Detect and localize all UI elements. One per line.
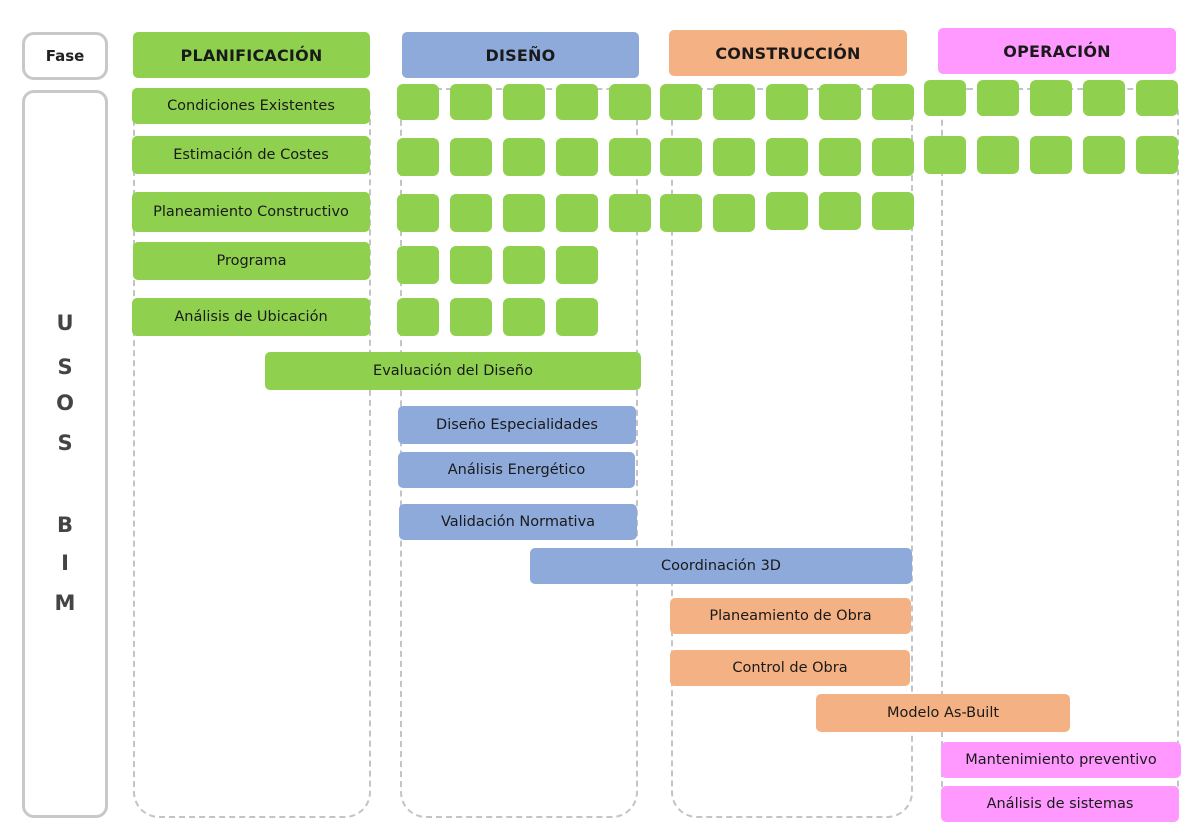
phase-header-diseno: DISEÑO <box>402 32 639 78</box>
use-analisis-sistemas: Análisis de sistemas <box>941 786 1179 822</box>
use-label: Modelo As-Built <box>886 705 1000 721</box>
phase-cell <box>766 138 808 176</box>
phase-cell <box>819 138 861 176</box>
phase-cell <box>397 84 439 120</box>
use-label: Validación Normativa <box>440 514 596 530</box>
phase-cell <box>397 298 439 336</box>
use-estimacion-costes: Estimación de Costes <box>132 136 370 174</box>
use-label: Análisis de sistemas <box>986 796 1134 812</box>
phase-cell <box>556 84 598 120</box>
phase-label: PLANIFICACIÓN <box>180 45 323 65</box>
phase-cell <box>450 298 492 336</box>
phase-cell <box>450 138 492 176</box>
use-label: Diseño Especialidades <box>436 417 598 433</box>
use-label: Estimación de Costes <box>173 147 329 163</box>
phase-cell <box>609 84 651 120</box>
sidebar-letter: U <box>56 311 74 335</box>
phase-cell <box>1136 80 1178 116</box>
use-label: Planeamiento Constructivo <box>153 204 349 220</box>
phase-cell <box>660 138 702 176</box>
phase-cell <box>1083 136 1125 174</box>
sidebar-letter: I <box>61 551 69 575</box>
use-label: Coordinación 3D <box>661 558 781 574</box>
use-planeamiento-obra: Planeamiento de Obra <box>670 598 911 634</box>
phase-cell <box>609 194 651 232</box>
phase-header-operacion: OPERACIÓN <box>938 28 1176 74</box>
phase-label: CONSTRUCCIÓN <box>715 43 861 63</box>
use-coordinacion-3d: Coordinación 3D <box>530 548 912 584</box>
use-analisis-energetico: Análisis Energético <box>398 452 635 488</box>
phase-cell <box>872 192 914 230</box>
phase-cell <box>660 84 702 120</box>
phase-cell <box>503 194 545 232</box>
phase-cell <box>556 194 598 232</box>
phase-label: OPERACIÓN <box>1003 41 1111 61</box>
use-mantenimiento-preventivo: Mantenimiento preventivo <box>941 742 1181 778</box>
use-modelo-as-built: Modelo As-Built <box>816 694 1070 732</box>
use-label: Programa <box>216 253 287 269</box>
phase-cell <box>450 194 492 232</box>
use-programa: Programa <box>133 242 370 280</box>
phase-cell <box>977 80 1019 116</box>
phase-cell <box>397 194 439 232</box>
use-analisis-ubicacion: Análisis de Ubicación <box>132 298 370 336</box>
phase-cell <box>872 138 914 176</box>
phase-cell <box>450 246 492 284</box>
use-planeamiento-constructivo: Planeamiento Constructivo <box>132 192 370 232</box>
use-condiciones-existentes: Condiciones Existentes <box>132 88 370 124</box>
phase-cell <box>609 138 651 176</box>
phase-cell <box>924 80 966 116</box>
fase-label: Fase <box>45 47 85 65</box>
phase-cell <box>872 84 914 120</box>
phase-cell <box>1083 80 1125 116</box>
phase-cell <box>819 84 861 120</box>
phase-header-planificacion: PLANIFICACIÓN <box>133 32 370 78</box>
fase-label-box: Fase <box>22 32 108 80</box>
phase-cell <box>503 84 545 120</box>
phase-cell <box>1136 136 1178 174</box>
phase-cell <box>450 84 492 120</box>
phase-cell <box>924 136 966 174</box>
sidebar-letter: M <box>54 591 76 615</box>
phase-cell <box>713 84 755 120</box>
use-label: Análisis de Ubicación <box>174 309 328 325</box>
use-label: Planeamiento de Obra <box>709 608 872 624</box>
use-label: Control de Obra <box>732 660 848 676</box>
phase-cell <box>766 84 808 120</box>
phase-cell <box>977 136 1019 174</box>
use-evaluacion-diseno: Evaluación del Diseño <box>265 352 641 390</box>
phase-cell <box>503 138 545 176</box>
phase-label: DISEÑO <box>485 45 556 65</box>
phase-cell <box>1030 136 1072 174</box>
sidebar-letter: S <box>57 431 73 455</box>
phase-cell <box>556 298 598 336</box>
phase-cell <box>556 138 598 176</box>
use-label: Mantenimiento preventivo <box>965 752 1157 768</box>
sidebar-letter: S <box>57 355 73 379</box>
phase-cell <box>503 298 545 336</box>
use-label: Condiciones Existentes <box>167 98 335 114</box>
sidebar-letter: O <box>56 391 74 415</box>
use-control-obra: Control de Obra <box>670 650 910 686</box>
sidebar-letter: B <box>56 513 73 537</box>
phase-cell <box>660 194 702 232</box>
phase-cell <box>713 138 755 176</box>
use-validacion-normativa: Validación Normativa <box>399 504 637 540</box>
phase-cell <box>766 192 808 230</box>
phase-cell <box>556 246 598 284</box>
phase-cell <box>397 138 439 176</box>
phase-cell <box>1030 80 1072 116</box>
use-diseno-especialidades: Diseño Especialidades <box>398 406 636 444</box>
phase-header-construccion: CONSTRUCCIÓN <box>669 30 907 76</box>
usos-bim-sidebar: U S O S B I M <box>22 90 108 818</box>
phase-cell <box>503 246 545 284</box>
use-label: Evaluación del Diseño <box>373 363 533 379</box>
phase-cell <box>397 246 439 284</box>
use-label: Análisis Energético <box>447 462 586 478</box>
phase-cell <box>819 192 861 230</box>
phase-cell <box>713 194 755 232</box>
